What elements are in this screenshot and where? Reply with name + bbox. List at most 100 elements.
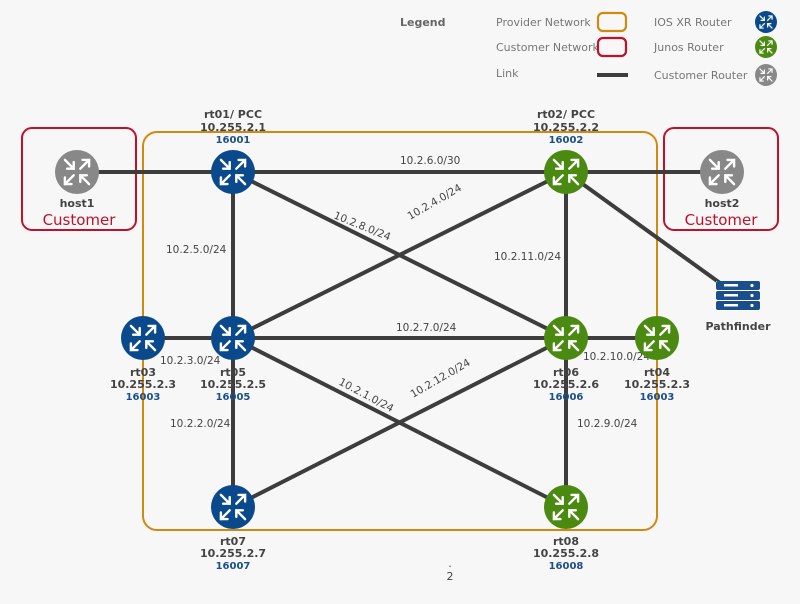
link-subnet-label: 10.2.7.0/24 xyxy=(396,322,457,334)
node-rt05[interactable] xyxy=(211,316,255,360)
node-rt07[interactable] xyxy=(211,485,255,529)
arrow xyxy=(767,23,773,29)
router-circle xyxy=(211,485,255,529)
link-subnet-label: 10.2.6.0/30 xyxy=(400,155,460,167)
legend-label: IOS XR Router xyxy=(654,16,732,29)
node-rt02[interactable] xyxy=(544,150,588,194)
node-ip: 10.255.2.8 xyxy=(533,547,599,560)
node-sid: 16007 xyxy=(216,561,251,572)
node-rt06[interactable] xyxy=(544,316,588,360)
arrow xyxy=(568,493,580,505)
arrow xyxy=(235,509,247,521)
legend-label: Provider Network xyxy=(496,16,591,29)
footer-dot: . xyxy=(448,558,451,570)
legend-router-icon-4 xyxy=(755,36,777,58)
router-circle xyxy=(55,150,99,194)
server-slot xyxy=(724,294,738,297)
node-name: rt07 xyxy=(220,535,246,548)
arrow xyxy=(568,509,580,521)
arrow xyxy=(63,174,75,186)
arrow xyxy=(759,23,765,29)
router-arrows-icon xyxy=(759,68,773,82)
arrow xyxy=(659,324,671,336)
arrow xyxy=(724,158,736,170)
legend-title: Legend xyxy=(400,16,446,29)
node-name: Pathfinder xyxy=(705,320,771,333)
legend-label: Link xyxy=(496,67,519,80)
node-rt01[interactable] xyxy=(211,150,255,194)
arrow xyxy=(643,324,655,336)
node-ip: 10.255.2.2 xyxy=(533,121,599,134)
router-circle xyxy=(211,150,255,194)
legend-link-swatch xyxy=(597,73,628,77)
router-arrows-icon xyxy=(63,158,91,186)
node-sid: 16001 xyxy=(216,135,251,146)
node-name: host2 xyxy=(705,197,740,210)
router-circle xyxy=(121,316,165,360)
legend-label: Junos Router xyxy=(653,41,724,54)
router-arrows-icon xyxy=(552,158,580,186)
node-ip: 10.255.2.3 xyxy=(624,378,690,391)
node-rt03[interactable] xyxy=(121,316,165,360)
arrow xyxy=(552,340,564,352)
router-arrows-icon xyxy=(552,493,580,521)
router-circle xyxy=(755,36,777,58)
router-circle xyxy=(544,316,588,360)
server-slot xyxy=(724,284,738,287)
node-host1[interactable] xyxy=(55,150,99,194)
arrow xyxy=(235,158,247,170)
node-sid: 16002 xyxy=(549,135,584,146)
legend-router-icon-5 xyxy=(755,64,777,86)
arrow xyxy=(568,340,580,352)
link-rt02-rt05 xyxy=(232,170,567,340)
router-circle xyxy=(635,316,679,360)
node-rt08[interactable] xyxy=(544,485,588,529)
customer-network-box-right xyxy=(663,127,779,231)
link-subnet-label: 10.2.11.0/24 xyxy=(494,251,561,263)
node-rt04[interactable] xyxy=(635,316,679,360)
arrow xyxy=(708,158,720,170)
router-arrows-icon xyxy=(759,15,773,29)
arrow xyxy=(235,174,247,186)
arrow xyxy=(235,493,247,505)
node-ip: 10.255.2.7 xyxy=(200,547,266,560)
arrow xyxy=(219,158,231,170)
arrow xyxy=(219,174,231,186)
legend-swatch-0 xyxy=(596,11,628,33)
arrow xyxy=(643,340,655,352)
node-host2[interactable] xyxy=(700,150,744,194)
node-sid: 16008 xyxy=(549,561,584,572)
node-ip: 10.255.2.5 xyxy=(200,378,266,391)
arrow xyxy=(759,76,765,82)
arrow xyxy=(552,509,564,521)
node-name: rt01/ PCC xyxy=(204,108,262,121)
server-led xyxy=(750,303,754,308)
arrow xyxy=(235,324,247,336)
arrow xyxy=(568,158,580,170)
arrow xyxy=(79,158,91,170)
server-led xyxy=(750,283,754,288)
server-slot xyxy=(724,304,738,307)
arrow xyxy=(219,340,231,352)
node-ip: 10.255.2.1 xyxy=(200,121,266,134)
arrow xyxy=(219,493,231,505)
arrow xyxy=(759,68,765,74)
router-arrows-icon xyxy=(219,493,247,521)
router-arrows-icon xyxy=(219,324,247,352)
node-name: host1 xyxy=(60,197,95,210)
router-arrows-icon xyxy=(708,158,736,186)
arrow xyxy=(767,15,773,21)
legend-label: Customer Network xyxy=(496,41,599,54)
arrow xyxy=(219,509,231,521)
router-circle xyxy=(211,316,255,360)
node-name: rt02/ PCC xyxy=(537,108,595,121)
links xyxy=(77,170,740,509)
router-circle xyxy=(544,150,588,194)
customer-label-left: Customer xyxy=(43,211,117,229)
node-ip: 10.255.2.6 xyxy=(533,378,599,391)
arrow xyxy=(759,48,765,54)
customer-label-right: Customer xyxy=(685,211,759,229)
arrow xyxy=(767,68,773,74)
